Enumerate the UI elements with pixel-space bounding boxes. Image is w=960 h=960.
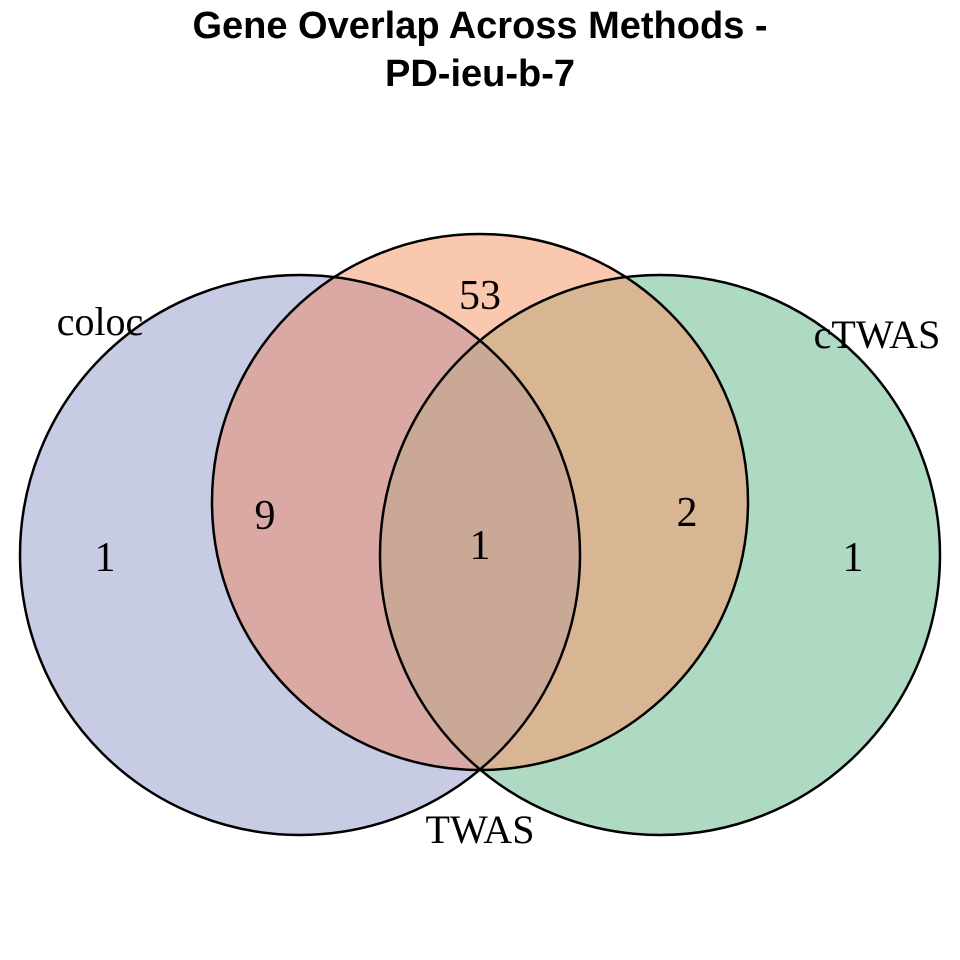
region-value-coloc-twas: 9 <box>255 493 276 539</box>
venn-region-center-group <box>380 275 580 770</box>
chart-title-line1: Gene Overlap Across Methods - <box>192 5 767 47</box>
chart-title-line2: PD-ieu-b-7 <box>385 53 575 95</box>
set-label-coloc: coloc <box>57 299 144 344</box>
venn-circle-twas-outline <box>210 232 750 772</box>
set-label-ctwas: cTWAS <box>814 312 941 357</box>
venn-circle-coloc-outline <box>18 273 582 837</box>
region-value-twas-only: 53 <box>459 273 501 319</box>
region-value-ctwas-only: 1 <box>843 535 864 581</box>
region-value-coloc-only: 1 <box>95 535 116 581</box>
region-value-twas-ctwas: 2 <box>677 490 698 536</box>
set-label-twas: TWAS <box>426 807 535 852</box>
venn-circle-ctwas-outline <box>378 273 942 837</box>
venn-region-center <box>380 275 580 770</box>
region-value-center: 1 <box>470 523 491 569</box>
